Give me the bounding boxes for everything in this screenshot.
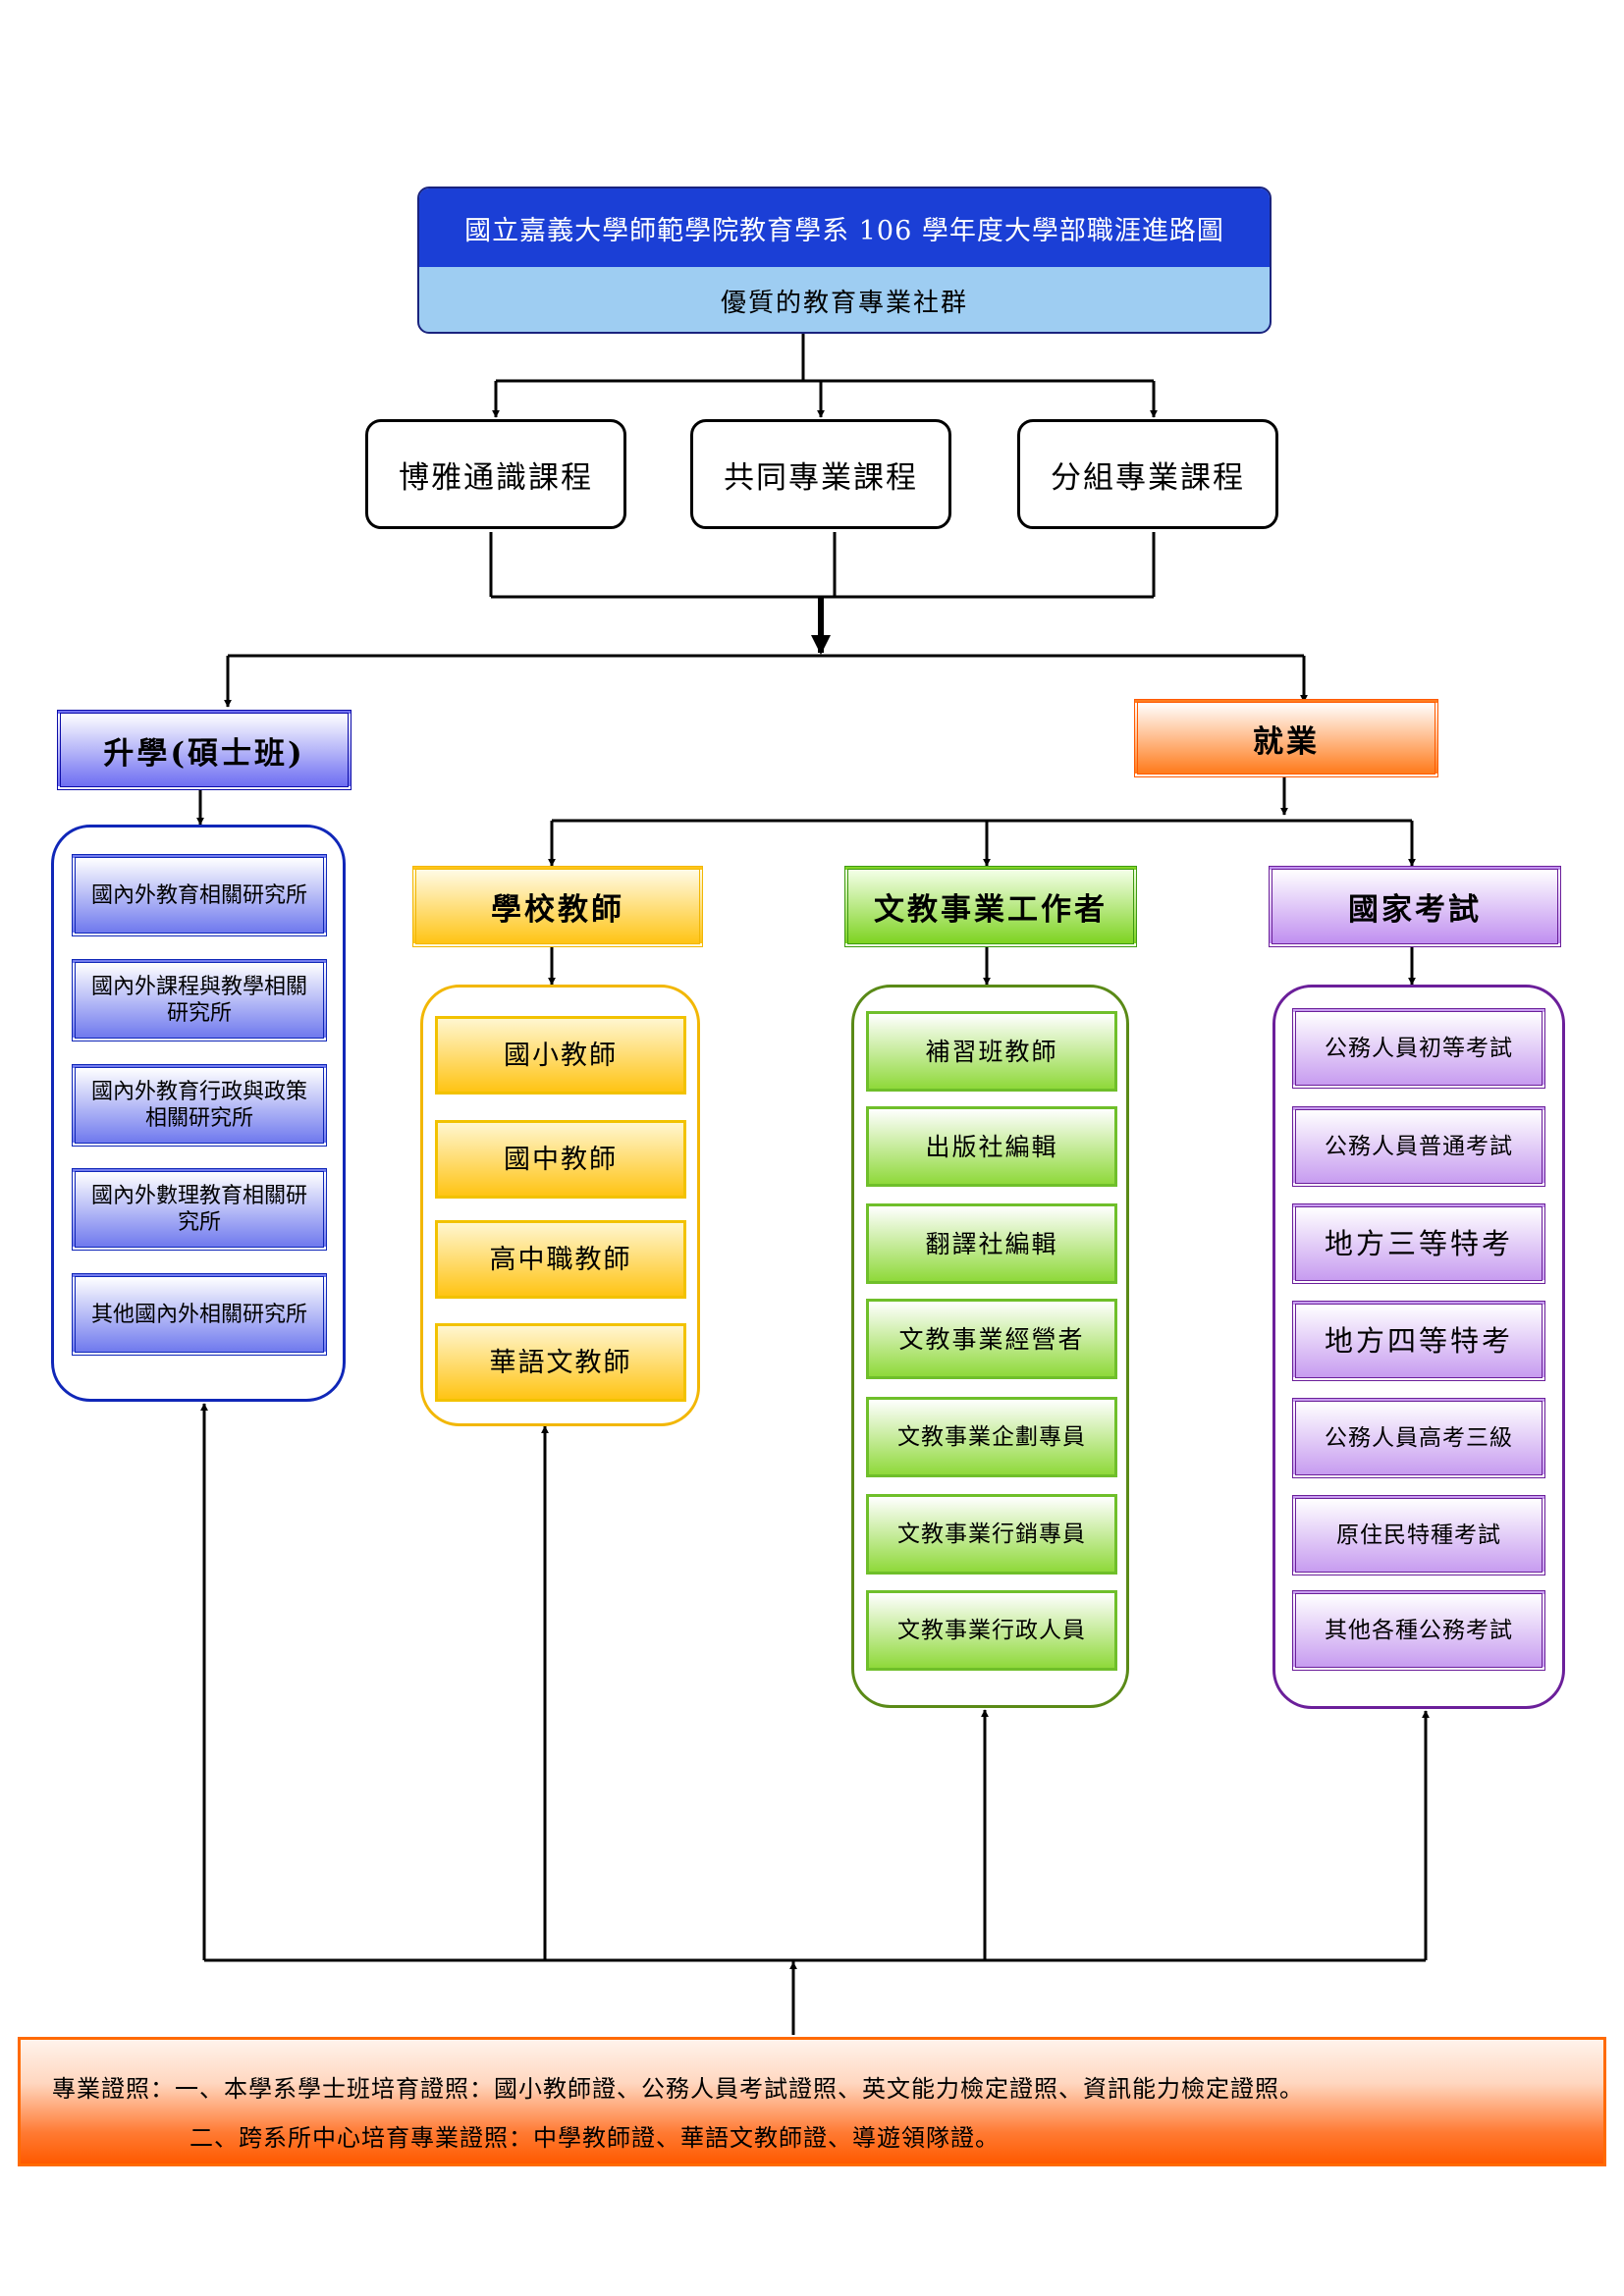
national-exam-item: 地方四等特考 — [1292, 1301, 1545, 1381]
course-group-professional: 分組專業課程 — [1017, 419, 1278, 529]
further-study-item: 國內外數理教育相關研究所 — [72, 1168, 327, 1251]
school-teacher-item: 國中教師 — [435, 1120, 686, 1199]
national-exam-item: 公務人員普通考試 — [1292, 1106, 1545, 1187]
diagram-header: 國立嘉義大學師範學院教育學系 106 學年度大學部職涯進路圖 優質的教育專業社群 — [417, 187, 1272, 334]
certificates-line-2: 二、跨系所中心培育專業證照：中學教師證、華語文教師證、導遊領隊證。 — [189, 2124, 1000, 2152]
category-further-study: 升學(碩士班) — [57, 710, 352, 790]
culture-education-item: 文教事業行銷專員 — [866, 1494, 1117, 1575]
category-culture-education: 文教事業工作者 — [844, 866, 1137, 947]
diagram-subtitle: 優質的教育專業社群 — [720, 288, 968, 318]
culture-education-item: 翻譯社編輯 — [866, 1203, 1117, 1284]
school-teacher-item: 華語文教師 — [435, 1323, 686, 1402]
further-study-item: 其他國內外相關研究所 — [72, 1273, 327, 1356]
national-exam-item: 地方三等特考 — [1292, 1203, 1545, 1284]
culture-education-item: 文教事業行政人員 — [866, 1590, 1117, 1671]
course-common-professional: 共同專業課程 — [690, 419, 951, 529]
school-teacher-item: 國小教師 — [435, 1016, 686, 1095]
category-employment: 就業 — [1134, 699, 1438, 777]
culture-education-item: 補習班教師 — [866, 1011, 1117, 1092]
culture-education-item: 文教事業經營者 — [866, 1299, 1117, 1379]
certificates-line-1: 專業證照：一、本學系學士班培育證照：國小教師證、公務人員考試證照、英文能力檢定證… — [52, 2075, 1304, 2103]
national-exam-item: 其他各種公務考試 — [1292, 1590, 1545, 1671]
national-exam-item: 公務人員初等考試 — [1292, 1008, 1545, 1089]
category-national-exam: 國家考試 — [1269, 866, 1561, 947]
certificates-box: 專業證照：一、本學系學士班培育證照：國小教師證、公務人員考試證照、英文能力檢定證… — [18, 2037, 1606, 2166]
national-exam-item: 公務人員高考三級 — [1292, 1398, 1545, 1478]
category-school-teacher: 學校教師 — [412, 866, 703, 947]
further-study-item: 國內外教育行政與政策相關研究所 — [72, 1064, 327, 1147]
diagram-title: 國立嘉義大學師範學院教育學系 106 學年度大學部職涯進路圖 — [419, 188, 1270, 267]
national-exam-item: 原住民特種考試 — [1292, 1495, 1545, 1575]
school-teacher-item: 高中職教師 — [435, 1220, 686, 1299]
course-general-education: 博雅通識課程 — [365, 419, 626, 529]
culture-education-item: 出版社編輯 — [866, 1106, 1117, 1187]
further-study-item: 國內外教育相關研究所 — [72, 854, 327, 936]
culture-education-item: 文教事業企劃專員 — [866, 1397, 1117, 1477]
further-study-item: 國內外課程與教學相關研究所 — [72, 959, 327, 1041]
